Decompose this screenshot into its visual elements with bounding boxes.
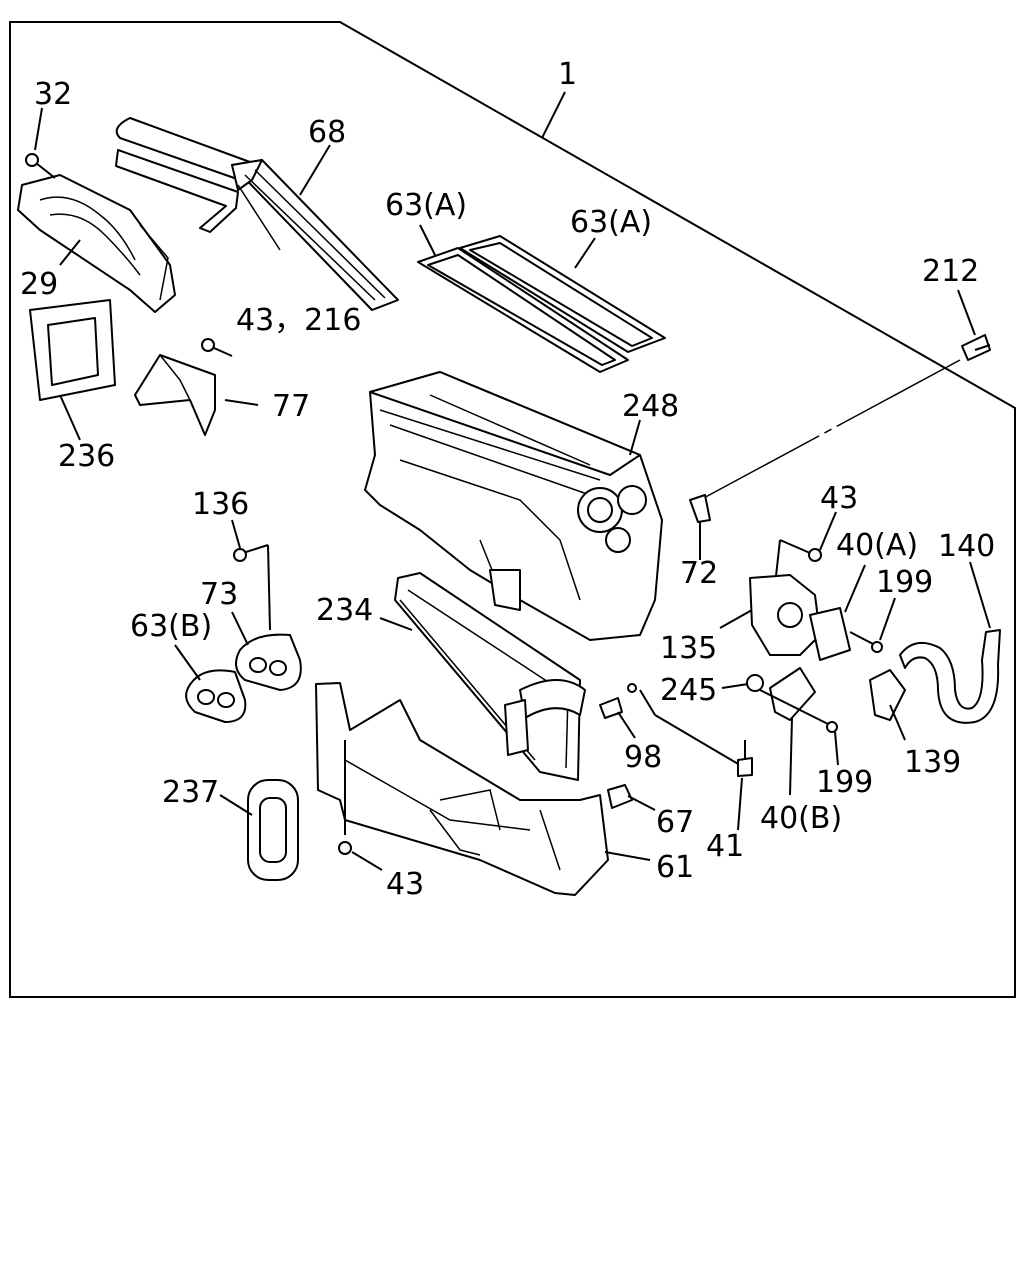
part-40b-actuator: [759, 667, 838, 733]
part-40a-actuator: [809, 607, 883, 661]
part-29-duct: [17, 174, 176, 313]
part-212-bolt: [961, 334, 991, 361]
callout-1: 1: [558, 57, 577, 92]
part-234-evaporator: [394, 572, 586, 781]
part-77-bracket: [134, 354, 216, 436]
part-237-gasket: [247, 779, 299, 881]
part-98-clip: [599, 683, 637, 719]
callout-237: 237: [162, 775, 219, 810]
part-236-gasket: [29, 299, 116, 401]
callout-135: 135: [660, 631, 717, 666]
part-136-screw: [233, 544, 271, 631]
callout-248: 248: [622, 389, 679, 424]
part-139-connector: [869, 669, 906, 721]
callout-67: 67: [656, 805, 694, 840]
part-43-bottom-screw: [338, 740, 352, 855]
callout-98: 98: [624, 740, 662, 775]
callout-32: 32: [34, 77, 72, 112]
part-140-hose: [899, 629, 1001, 724]
callout-199-bottom: 199: [816, 765, 873, 800]
callout-212: 212: [922, 254, 979, 289]
callout-236: 236: [58, 439, 115, 474]
part-63a-gaskets: [417, 235, 666, 373]
part-61-lower-case: [315, 682, 609, 896]
leader-212-to-72: [699, 359, 961, 501]
callout-63b: 63(B): [130, 609, 212, 644]
part-68-heater-core: [115, 117, 399, 311]
callout-29: 29: [20, 267, 58, 302]
callout-61: 61: [656, 850, 694, 885]
callout-199-top: 199: [876, 565, 933, 600]
callout-43-216: 43，216: [236, 303, 361, 338]
part-245-nut: [746, 674, 764, 692]
callout-234: 234: [316, 593, 373, 628]
callout-245: 245: [660, 673, 717, 708]
callout-40a: 40(A): [836, 528, 918, 563]
callout-63a-right: 63(A): [570, 205, 652, 240]
part-135-actuator: [749, 574, 821, 656]
callout-43-top: 43: [820, 481, 858, 516]
callout-43-bottom: 43: [386, 867, 424, 902]
callout-140: 140: [938, 529, 995, 564]
part-43-216-screw: [201, 338, 233, 357]
part-248-main-housing: [364, 371, 663, 641]
part-67-clip: [607, 784, 633, 809]
callout-40b: 40(B): [760, 801, 842, 836]
part-73-seal: [235, 633, 302, 691]
callout-73: 73: [200, 577, 238, 612]
part-72-clip: [689, 494, 711, 523]
callout-72: 72: [680, 556, 718, 591]
callout-41: 41: [706, 829, 744, 864]
callout-68: 68: [308, 115, 346, 150]
part-32-screw: [25, 153, 56, 179]
callout-136: 136: [192, 487, 249, 522]
part-43-top-screw: [774, 539, 822, 586]
callout-labels: 1 32 68 29 63(A) 63(A) 212 43，216 77 236…: [20, 57, 995, 902]
assembly-frame: [9, 21, 1016, 998]
part-63b-seal: [185, 669, 247, 723]
callout-77: 77: [272, 389, 310, 424]
leader-lines: [34, 91, 991, 871]
callout-139: 139: [904, 745, 961, 780]
part-41-sensor: [639, 689, 753, 777]
callout-63a-left: 63(A): [385, 188, 467, 223]
